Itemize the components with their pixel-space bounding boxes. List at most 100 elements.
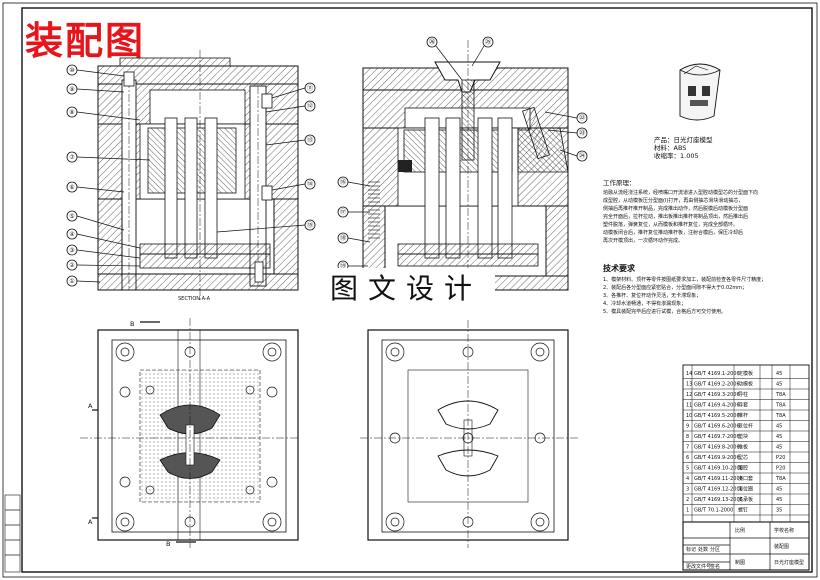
overlay-title: 图文设计 [330, 272, 482, 305]
svg-text:⑧: ⑧ [69, 109, 74, 116]
bom-code: GB/T 70.1-2000 [694, 508, 733, 514]
bom-code: GB/T 4169.1-2006 [694, 371, 740, 377]
bom-index: 8 [686, 434, 689, 440]
svg-text:处数: 处数 [698, 546, 708, 553]
bom-name: 导柱 [738, 391, 748, 398]
bom-material: T8A [775, 403, 786, 409]
svg-text:㉒: ㉒ [579, 114, 585, 122]
product-isometric [679, 63, 721, 121]
balloon-22: ㉒ [544, 111, 588, 124]
bom-material: 45 [776, 487, 782, 493]
balloon-25: ㉕ [471, 36, 494, 67]
bom-code: GB/T 4169.7-2006 [694, 434, 740, 440]
balloon-8: ⑧ [66, 106, 141, 121]
plan-view-fixed-half [360, 320, 578, 548]
svg-text:完全开面后，拉杆拉动，推出板推出推杆将制品顶出，然后推出后: 完全开面后，拉杆拉动，推出板推出推杆将制品顶出，然后推出后 [603, 213, 748, 220]
svg-text:⑤: ⑤ [69, 213, 74, 220]
svg-text:签名: 签名 [710, 563, 720, 570]
plan-view-moving-half [80, 318, 300, 548]
svg-text:A: A [88, 402, 93, 410]
bom-code: GB/T 4169.6-2006 [694, 424, 740, 430]
balloon-9: ⑨ [66, 83, 125, 95]
balloon-11: ⑪ [271, 82, 316, 99]
bom-material: 35 [776, 508, 782, 514]
svg-text:动模板闭合后，推杆复位推动推杆板，注射合模后，保压冷却后: 动模板闭合后，推杆复位推动推杆板，注射合模后，保压冷却后 [603, 229, 743, 236]
bom-index: 11 [686, 403, 692, 409]
svg-text:塑件脱落，弹簧复位，从而模板和推杆复位，完成全部循环。: 塑件脱落，弹簧复位，从而模板和推杆复位，完成全部循环。 [603, 221, 738, 228]
bom-code: GB/T 4169.9-2006 [694, 455, 740, 461]
title-scale: 比例 [735, 527, 745, 534]
title-part: 日光灯座模型 [774, 559, 804, 566]
svg-text:⑦: ⑦ [69, 154, 75, 161]
balloon-6: ⑥ [66, 181, 125, 193]
balloon-23: ㉓ [547, 127, 588, 139]
bom-name: 支承板 [738, 496, 753, 503]
bom-index: 3 [686, 487, 689, 493]
svg-text:成型腔，从动模板压分型面(Ⅰ)打开，再由侧抽芯滑块滑动抽芯，: 成型腔，从动模板压分型面(Ⅰ)打开，再由侧抽芯滑块滑动抽芯， [603, 197, 743, 204]
bom-code: GB/T 4169.13-2006 [694, 497, 743, 503]
bom-code: GB/T 4169.10-2006 [694, 466, 743, 472]
svg-text:⑲: ⑲ [340, 262, 346, 270]
bom-index: 6 [686, 455, 689, 461]
bom-name: 浇口套 [738, 475, 753, 482]
section-markers: A A B B [88, 320, 196, 548]
balloon-18: ⑱ [337, 232, 371, 244]
bom-material: 45 [776, 424, 782, 430]
bom-material: P20 [776, 466, 785, 472]
balloon-5: ⑤ [66, 210, 125, 231]
balloon-3: ③ [66, 244, 141, 259]
product-material: 材料：ABS [654, 143, 686, 152]
bom-material: P20 [776, 455, 785, 461]
svg-text:再次开模顶出，一次循环动作完成。: 再次开模顶出，一次循环动作完成。 [603, 237, 683, 244]
product-name: 产品：日光灯座模型 [654, 135, 713, 144]
svg-text:⑫: ⑫ [307, 102, 313, 110]
svg-text:⑩: ⑩ [69, 67, 74, 74]
svg-text:熔融从流经浇注系统，经喷嘴口开流道进入型腔动模型芯的分型面下: 熔融从流经浇注系统，经喷嘴口开流道进入型腔动模型芯的分型面下向 [603, 189, 758, 196]
process-heading: 工作原理： [603, 178, 636, 187]
section-view-bb [362, 40, 569, 300]
bom-index: 2 [686, 497, 689, 503]
bom-name: 推板 [738, 444, 748, 451]
svg-text:⑮: ⑮ [307, 221, 313, 229]
svg-text:㉕: ㉕ [485, 38, 491, 46]
svg-text:5、模具装配完毕后应进行试模，合格后方可交付使用。: 5、模具装配完毕后应进行试模，合格后方可交付使用。 [603, 308, 726, 315]
svg-text:⑪: ⑪ [307, 84, 313, 92]
bom-index: 5 [686, 466, 689, 472]
bom-material: 45 [776, 382, 782, 388]
balloon-17: ⑰ [337, 206, 370, 218]
svg-text:B: B [130, 320, 134, 328]
svg-text:⑯: ⑯ [340, 178, 346, 186]
bom-code: GB/T 4169.11-2006 [694, 476, 743, 482]
bom-name: 垫块 [738, 433, 748, 440]
bom-name: 定位圈 [738, 486, 753, 493]
section-aa-label: SECTION A-A [178, 296, 211, 302]
overlay-title-bg [325, 268, 495, 304]
bom-index: 7 [686, 445, 689, 451]
bom-code: GB/T 4169.12-2006 [694, 487, 743, 493]
binding-strip [4, 494, 21, 573]
svg-text:更改文件号: 更改文件号 [686, 563, 711, 570]
title-drawing: 装配图 [774, 543, 789, 550]
bom-name: 推杆 [738, 412, 748, 419]
stamp-title: 装配图 [25, 18, 145, 63]
product-shrink: 收缩率：1.005 [654, 151, 699, 160]
bom-material: T8A [775, 476, 786, 482]
svg-text:③: ③ [69, 247, 74, 254]
tech-heading: 技术要求 [603, 263, 636, 273]
bom-name: 动模板 [738, 381, 753, 388]
svg-text:⑨: ⑨ [69, 86, 74, 93]
balloon-12: ⑫ [265, 100, 316, 113]
bom-code: GB/T 4169.3-2006 [694, 392, 740, 398]
balloon-4: ④ [66, 228, 141, 249]
bom-index: 10 [686, 413, 692, 419]
svg-text:3、各推杆、复位杆动作灵活，无卡滞现象；: 3、各推杆、复位杆动作灵活，无卡滞现象； [603, 292, 701, 299]
